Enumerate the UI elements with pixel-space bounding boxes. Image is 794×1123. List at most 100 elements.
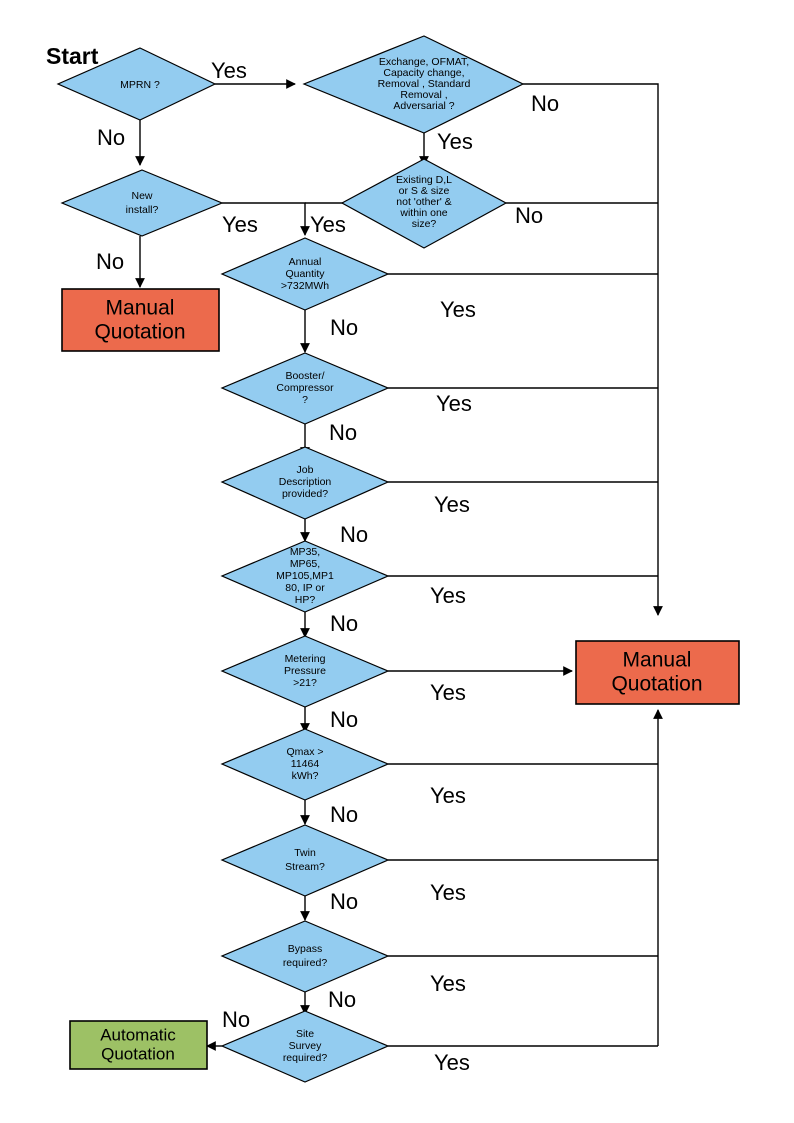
decision-mpcodes-line-4: HP? [295,594,316,606]
label-existing-no: No [515,203,543,228]
label-jobdesc-yes: Yes [434,492,470,517]
label-bypass-no: No [328,987,356,1012]
decision-qmax-line-1: 11464 [291,758,320,770]
label-mprn-no: No [97,125,125,150]
manual-quotation-left-box[interactable] [61,288,220,352]
connectors [135,79,663,1051]
decision-jobdesc-line-0: Job [297,464,314,476]
label-exchange-yes: Yes [437,129,473,154]
label-booster-no: No [329,420,357,445]
decision-newinstall-shape[interactable] [60,169,224,237]
decision-mprn-line-0: MPRN ? [120,79,160,91]
label-mpcodes-no: No [330,611,358,636]
decision-newinstall-line-0: New [131,190,152,202]
decision-bypass-shape[interactable] [220,920,390,993]
manual-quotation-right-box[interactable] [575,640,740,705]
decision-booster[interactable]: Booster/ Compressor ? [220,352,390,425]
label-annual-yes: Yes [440,297,476,322]
decision-newinstall-line-1: install? [126,204,159,216]
decision-metering-line-2: >21? [293,677,317,689]
decision-metering-line-0: Metering [285,653,326,665]
decision-mpcodes-line-1: MP65, [290,558,320,570]
decision-existing-shape[interactable] [340,158,508,249]
decision-jobdesc-line-2: provided? [282,488,328,500]
decision-sitesurvey-shape[interactable] [220,1010,390,1083]
label-mpcodes-yes: Yes [430,583,466,608]
decision-exchange-line-3: Removal , [400,89,447,101]
decision-twin-line-1: Stream? [285,861,325,873]
decision-qmax[interactable]: Qmax > 11464 kWh? [220,728,390,801]
decision-exchange-line-1: Capacity change, [383,67,464,79]
decision-mpcodes-line-2: MP105,MP1 [276,570,334,582]
manual-left-line-1: Quotation [94,321,185,344]
decision-mprn[interactable]: MPRN ? [56,47,217,121]
automatic-quotation-box[interactable] [69,1020,208,1070]
label-sitesurvey-no: No [222,1007,250,1032]
decision-exchange-shape[interactable] [302,35,525,134]
decision-exchange-line-4: Adversarial ? [393,100,454,112]
automatic-line-0: Automatic [100,1025,176,1044]
decision-existing-line-1: or S & size [399,185,450,197]
decision-existing[interactable]: Existing D,L or S & size not 'other' & w… [340,158,508,249]
manual-right-line-1: Quotation [611,673,702,696]
label-jobdesc-no: No [340,522,368,547]
label-metering-no: No [330,707,358,732]
decision-sitesurvey-line-0: Site [296,1028,314,1040]
decision-sitesurvey-line-1: Survey [289,1040,322,1052]
label-sitesurvey-yes: Yes [434,1050,470,1075]
decision-twin-line-0: Twin [294,847,316,859]
decision-annual-line-0: Annual [289,256,322,268]
label-newinstall-no: No [96,249,124,274]
label-bypass-yes: Yes [430,971,466,996]
terminal-manual-left[interactable]: Manual Quotation [61,288,220,352]
label-twin-yes: Yes [430,880,466,905]
decision-bypass[interactable]: Bypass required? [220,920,390,993]
decision-jobdesc-shape[interactable] [220,446,390,520]
decision-annual-line-1: Quantity [285,268,325,280]
edge-label-group: Yes No No Yes Yes No Yes No Yes No Yes N… [96,58,559,1075]
decision-annual-shape[interactable] [220,237,390,311]
decision-mpcodes-line-0: MP35, [290,546,320,558]
decision-mpcodes-shape[interactable] [220,540,390,613]
decision-jobdesc[interactable]: Job Description provided? [220,446,390,520]
decision-mprn-shape[interactable] [56,47,217,121]
decision-sitesurvey[interactable]: Site Survey required? [220,1010,390,1083]
decision-booster-line-1: Compressor [276,382,334,394]
decision-existing-line-3: within one [399,207,447,219]
edge-exchange-no [523,83,663,616]
label-existing-yes: Yes [310,212,346,237]
decision-metering[interactable]: Metering Pressure >21? [220,635,390,708]
decision-annual-line-2: >732MWh [281,280,329,292]
decision-metering-shape[interactable] [220,635,390,708]
decision-twin[interactable]: Twin Stream? [220,824,390,897]
decision-exchange[interactable]: Exchange, OFMAT, Capacity change, Remova… [302,35,525,134]
decision-newinstall[interactable]: New install? [60,169,224,237]
label-booster-yes: Yes [436,391,472,416]
decision-qmax-line-0: Qmax > [286,746,323,758]
terminal-manual-right[interactable]: Manual Quotation [575,640,740,705]
decision-existing-line-2: not 'other' & [396,196,451,208]
decision-qmax-shape[interactable] [220,728,390,801]
label-newinstall-yes: Yes [222,212,258,237]
automatic-line-1: Quotation [101,1044,175,1063]
label-twin-no: No [330,889,358,914]
decision-existing-line-4: size? [412,218,437,230]
decision-booster-line-0: Booster/ [285,370,324,382]
manual-left-line-0: Manual [106,297,175,320]
start-label: Start [46,43,99,69]
terminal-automatic[interactable]: Automatic Quotation [69,1020,208,1070]
label-mprn-yes: Yes [211,58,247,83]
decision-mpcodes-line-3: 80, IP or [285,582,325,594]
decision-qmax-line-2: kWh? [292,770,319,782]
manual-right-line-0: Manual [623,649,692,672]
decision-exchange-line-2: Removal , Standard [378,78,471,90]
label-metering-yes: Yes [430,680,466,705]
decision-mpcodes[interactable]: MP35, MP65, MP105,MP1 80, IP or HP? [220,540,390,613]
label-qmax-yes: Yes [430,783,466,808]
decision-annual[interactable]: Annual Quantity >732MWh [220,237,390,311]
decision-twin-shape[interactable] [220,824,390,897]
label-annual-no: No [330,315,358,340]
decision-metering-line-1: Pressure [284,665,326,677]
decision-exchange-line-0: Exchange, OFMAT, [379,56,469,68]
decision-booster-shape[interactable] [220,352,390,425]
